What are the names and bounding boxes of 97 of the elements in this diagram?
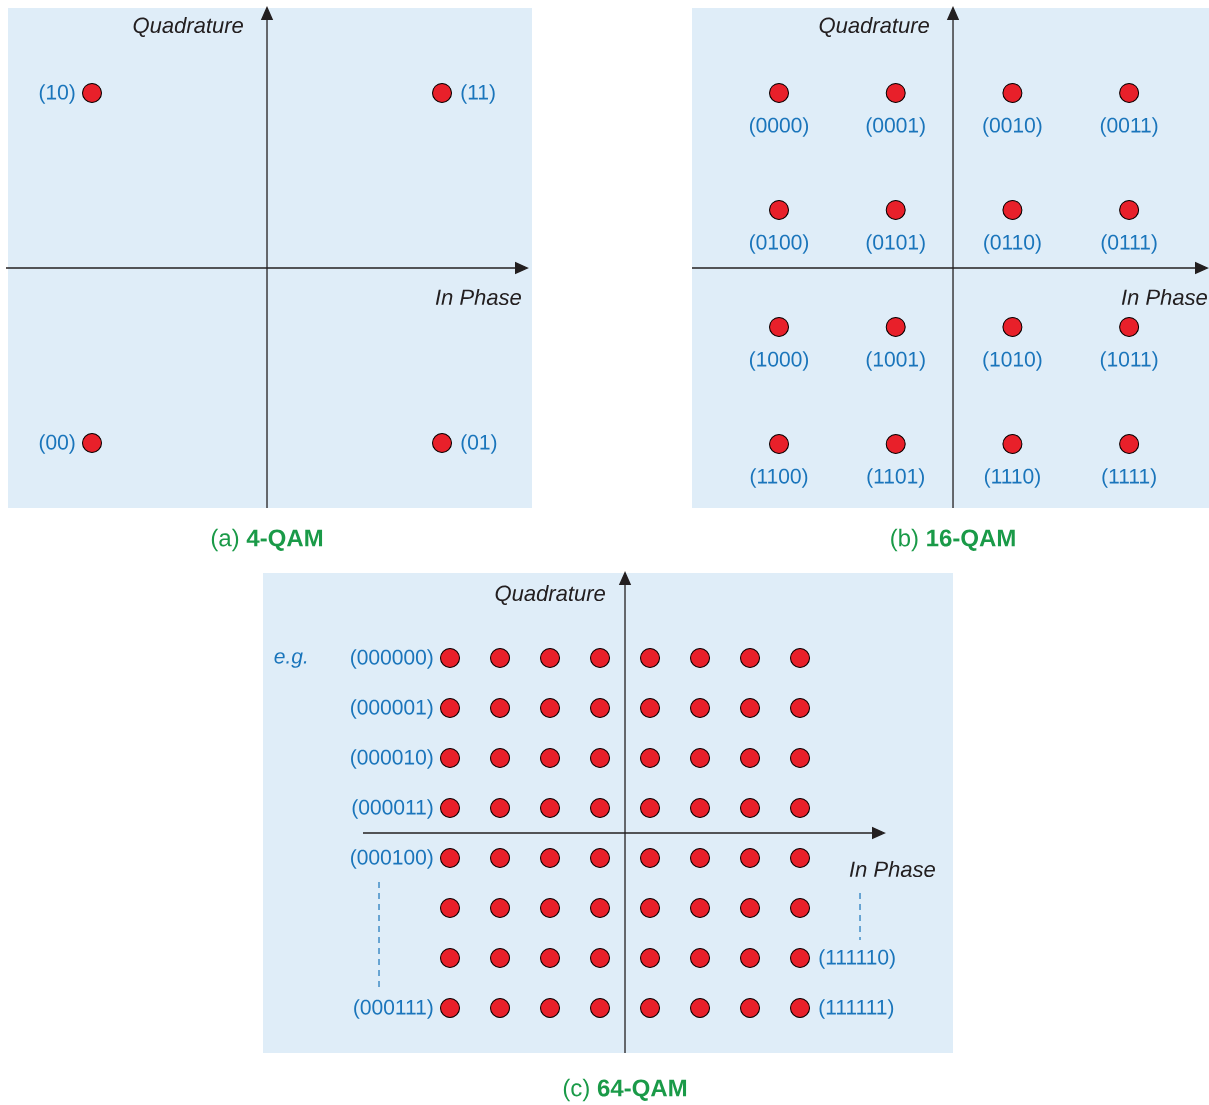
constellation-point: [740, 948, 760, 968]
constellation-point: [540, 698, 560, 718]
bit-label: (0100): [749, 234, 809, 254]
bit-label: (11): [461, 84, 495, 104]
bit-label: (0010): [983, 117, 1042, 137]
bit-label: (000111): [354, 999, 433, 1019]
constellation-point: [790, 698, 810, 718]
constellation-point: [590, 998, 610, 1018]
bit-label: (111110): [819, 949, 895, 969]
bit-label: (10): [39, 84, 75, 104]
bit-label: (1010): [983, 351, 1042, 371]
axis-label: Quadrature: [819, 16, 929, 38]
constellation-point: [740, 698, 760, 718]
constellation-point: [490, 948, 510, 968]
plot-panel: [263, 573, 953, 1053]
constellation-point: [490, 648, 510, 668]
constellation-point: [640, 948, 660, 968]
constellation-point: [640, 998, 660, 1018]
constellation-point: [540, 848, 560, 868]
constellation-point: [690, 748, 710, 768]
plot-panel: [692, 8, 1209, 508]
bit-label: (1100): [750, 468, 808, 488]
constellation-point: [740, 648, 760, 668]
constellation-point: [740, 898, 760, 918]
bit-label: (000010): [351, 749, 433, 769]
bit-label: (1110): [984, 468, 1040, 488]
constellation-point: [640, 648, 660, 668]
constellation-point: [590, 648, 610, 668]
constellation-point: [540, 648, 560, 668]
bit-label: (0001): [866, 117, 925, 137]
constellation-point: [590, 898, 610, 918]
bit-label: (01): [461, 434, 497, 454]
constellation-point: [790, 748, 810, 768]
axis-label: Quadrature: [133, 16, 243, 38]
constellation-point: [540, 898, 560, 918]
bit-label: (000011): [352, 799, 433, 819]
bit-label: (0011): [1100, 117, 1158, 137]
constellation-point: [790, 898, 810, 918]
bit-label: (1011): [1100, 351, 1158, 371]
bit-label: (000000): [351, 649, 433, 669]
constellation-point: [690, 948, 710, 968]
constellation-point: [640, 898, 660, 918]
constellation-point: [590, 698, 610, 718]
constellation-point: [440, 898, 460, 918]
constellation-point: [690, 798, 710, 818]
bit-label: (0110): [984, 234, 1041, 254]
panel-caption: (c) 64-QAM: [563, 1078, 687, 1102]
constellation-point: [490, 748, 510, 768]
constellation-point: [690, 898, 710, 918]
constellation-point: [590, 798, 610, 818]
constellation-point: [640, 698, 660, 718]
constellation-point: [790, 848, 810, 868]
axis-label: In Phase: [435, 288, 521, 306]
constellation-point: [640, 748, 660, 768]
constellation-point: [690, 698, 710, 718]
axis-label: In Phase: [849, 860, 935, 878]
constellation-point: [490, 698, 510, 718]
constellation-point: [640, 798, 660, 818]
constellation-point: [590, 948, 610, 968]
panel-caption: (a) 4-QAM: [211, 528, 323, 552]
bit-label: (0000): [749, 117, 809, 137]
constellation-point: [540, 998, 560, 1018]
constellation-point: [490, 998, 510, 1018]
constellation-point: [740, 798, 760, 818]
bit-label: (111111): [819, 999, 894, 1019]
bit-label: (1111): [1102, 468, 1156, 488]
bit-label: (1101): [867, 468, 924, 488]
constellation-point: [690, 998, 710, 1018]
constellation-point: [440, 948, 460, 968]
note-label: e.g.: [274, 652, 307, 668]
bit-label: (0111): [1101, 234, 1157, 254]
axis-label: Quadrature: [495, 584, 605, 606]
bit-label: (000100): [351, 849, 433, 869]
constellation-point: [790, 798, 810, 818]
bit-label: (0101): [866, 234, 925, 254]
panel-caption: (b) 16-QAM: [891, 528, 1015, 552]
constellation-point: [540, 748, 560, 768]
constellation-point: [490, 898, 510, 918]
constellation-point: [740, 748, 760, 768]
constellation-point: [590, 848, 610, 868]
constellation-point: [490, 848, 510, 868]
constellation-point: [640, 848, 660, 868]
bit-label: (000001): [351, 699, 433, 719]
constellation-point: [740, 848, 760, 868]
constellation-point: [690, 848, 710, 868]
constellation-point: [540, 948, 560, 968]
bit-label: (1001): [866, 351, 925, 371]
axis-label: In Phase: [1121, 288, 1207, 306]
constellation-point: [490, 798, 510, 818]
bit-label: (1000): [749, 351, 809, 371]
constellation-point: [790, 648, 810, 668]
constellation-point: [540, 798, 560, 818]
plot-panel: [8, 8, 532, 508]
constellation-point: [590, 748, 610, 768]
constellation-point: [740, 998, 760, 1018]
constellation-point: [690, 648, 710, 668]
bit-label: (00): [39, 434, 75, 454]
